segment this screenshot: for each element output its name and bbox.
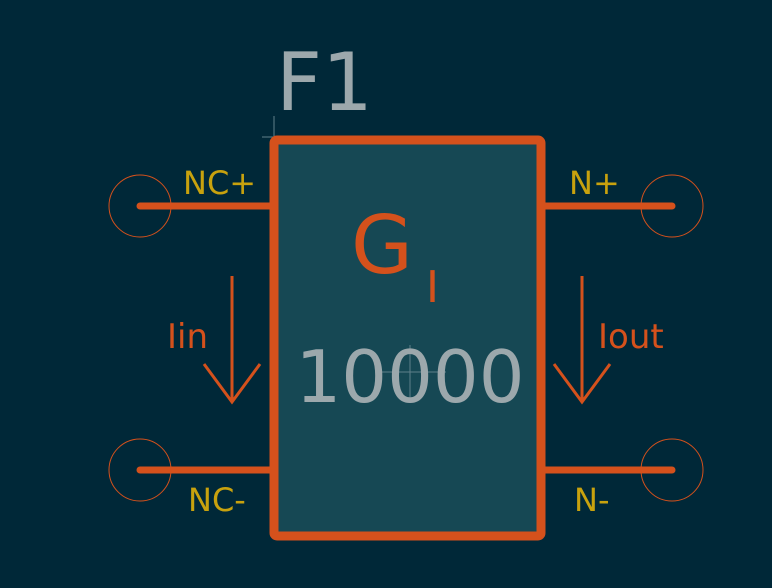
input-current-arrow-icon <box>202 276 262 405</box>
symbol-main-letter: G <box>351 199 413 292</box>
symbol-subscript: I <box>426 262 439 313</box>
output-current-label: Iout <box>598 317 664 357</box>
component-value[interactable]: 10000 <box>295 335 524 419</box>
pin-label-n-minus: N- <box>574 481 609 519</box>
output-current-arrow-icon <box>552 276 612 405</box>
pin-wires <box>136 202 676 474</box>
pin-n-plus-end-circle[interactable] <box>640 174 704 238</box>
pin-nc-minus-end-circle[interactable] <box>108 438 172 502</box>
pin-label-n-plus: N+ <box>569 164 620 202</box>
center-crosshair <box>375 345 446 400</box>
input-current-label: Iin <box>167 317 208 357</box>
pin-label-nc-plus: NC+ <box>183 164 256 202</box>
pin-nc-plus-end-circle[interactable] <box>108 174 172 238</box>
pin-end-circles <box>108 174 704 502</box>
pin-label-nc-minus: NC- <box>188 481 246 519</box>
pin-n-minus-end-circle[interactable] <box>640 438 704 502</box>
reference-label[interactable]: F1 <box>276 36 373 129</box>
component-body[interactable] <box>269 135 546 541</box>
